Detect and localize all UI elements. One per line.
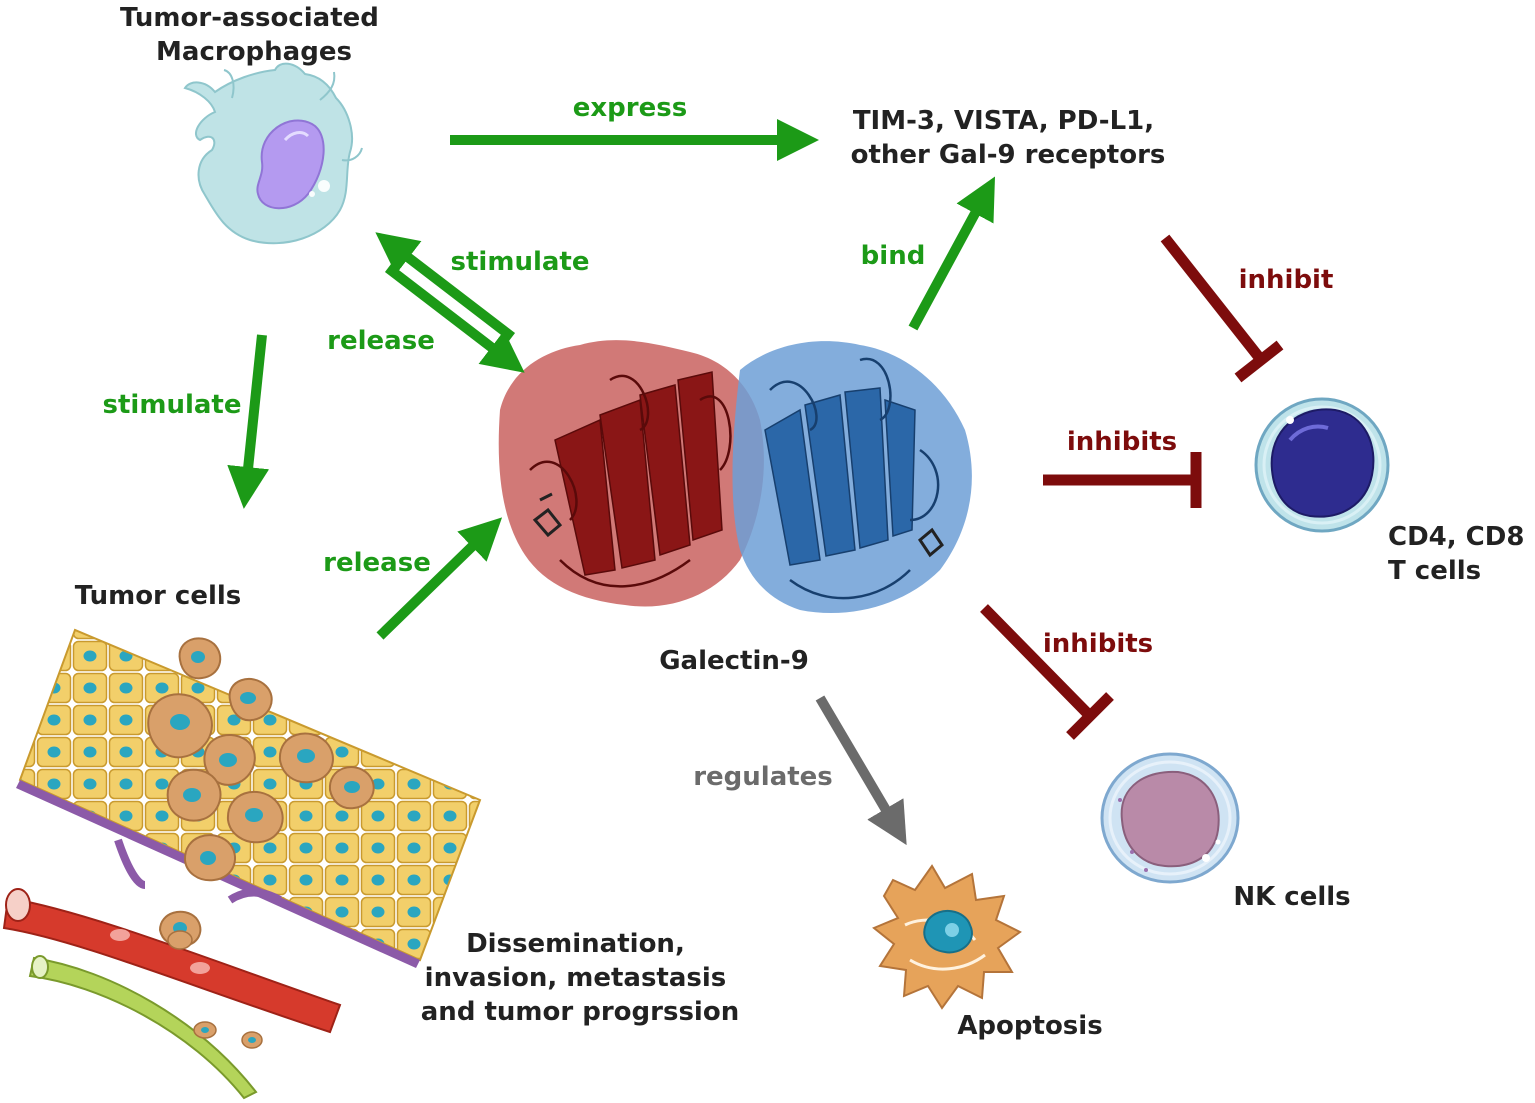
inhibit-line-galectin-tcells <box>1043 452 1202 508</box>
edge-label-release-tumor: release <box>323 548 431 578</box>
macrophage-icon <box>183 62 363 245</box>
nk-cell-icon <box>1100 752 1240 884</box>
apoptotic-cell-icon <box>872 864 1022 1010</box>
node-label-t-cells: CD4, CD8 T cells <box>1388 522 1534 586</box>
edge-label-inhibit-receptors: inhibit <box>1239 265 1334 295</box>
arrow-stimulate-macrophage <box>375 232 516 341</box>
t-cell-icon <box>1254 397 1390 533</box>
arrow-stimulate-tumor <box>227 334 270 509</box>
inhibit-line-receptors-tcells <box>1160 234 1284 383</box>
inhibit-line-galectin-nkcells <box>980 604 1114 740</box>
galectin-9-protein-icon <box>498 340 972 614</box>
edge-label-regulates: regulates <box>693 762 833 792</box>
edge-label-bind: bind <box>861 241 926 271</box>
node-label-tumor-cells: Tumor cells <box>75 581 242 611</box>
edge-label-stimulate-tumor: stimulate <box>103 390 242 420</box>
edge-label-express: express <box>573 93 687 123</box>
tumor-tissue-icon <box>2 628 482 1100</box>
arrow-release-to-galectin <box>384 264 525 373</box>
arrow-bind <box>908 176 995 331</box>
edge-label-inhibits-tcells: inhibits <box>1067 427 1177 457</box>
node-label-receptors: TIM-3, VISTA, PD-L1, other Gal-9 recepto… <box>851 106 1166 170</box>
arrow-regulates <box>815 695 907 846</box>
arrow-release-from-tumor <box>376 517 503 640</box>
node-label-macrophages: Tumor-associated Macrophages <box>120 3 388 67</box>
node-label-galectin-9: Galectin-9 <box>659 646 809 676</box>
node-label-apoptosis: Apoptosis <box>957 1011 1102 1041</box>
edge-label-stimulate-macrophage: stimulate <box>451 247 590 277</box>
edge-label-inhibits-nkcells: inhibits <box>1043 629 1153 659</box>
node-label-dissemination: Dissemination, invasion, metastasis and … <box>421 929 739 1027</box>
edge-label-release-macrophage: release <box>327 326 435 356</box>
node-label-nk-cells: NK cells <box>1233 882 1350 912</box>
